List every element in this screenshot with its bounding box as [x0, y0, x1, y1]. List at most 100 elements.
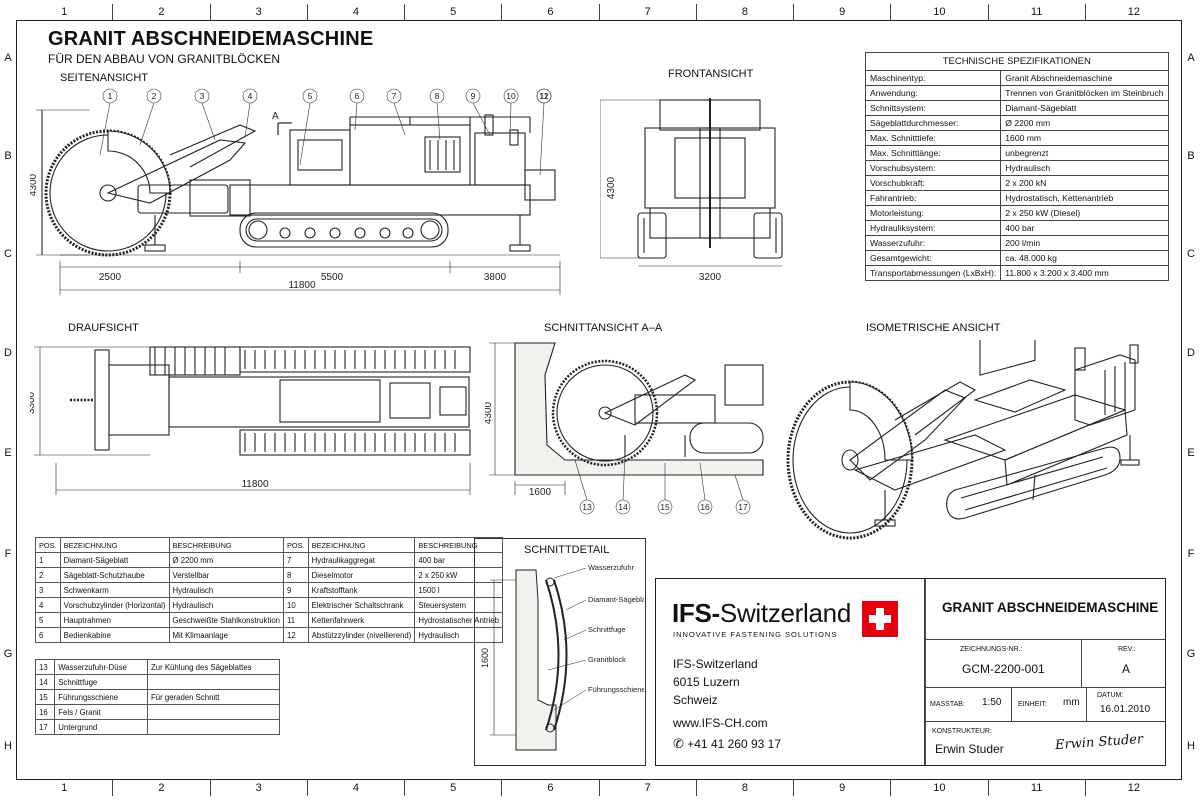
callout-2: 2	[152, 91, 157, 101]
phone-number: +41 41 260 93 17	[687, 737, 782, 751]
parts-cell: Schwenkarm	[59, 582, 170, 598]
grid-col: 10	[890, 780, 987, 796]
parts-cell: 3	[35, 582, 61, 598]
parts-cell: Zur Kühlung des Sägeblattes	[147, 659, 280, 675]
callout-13: 13	[582, 502, 592, 512]
section-view-label: SCHNITTANSICHT A–A	[544, 322, 663, 334]
drawing-number: GCM-2200-001	[962, 662, 1045, 676]
parts-cell: 6	[35, 627, 61, 643]
parts-cell: Für geraden Schnitt	[147, 689, 280, 705]
dim-side-total: 11800	[288, 280, 316, 291]
spec-value: 1600 mm	[1000, 130, 1169, 146]
spec-value: 200 l/min	[1000, 235, 1169, 251]
parts-cell: Verstellbar	[168, 567, 285, 583]
grid-row: F	[4, 548, 12, 560]
detail-label-water: Wasserzufuhr	[588, 563, 634, 572]
dim-side-height: 4300	[30, 173, 39, 196]
spec-key: Max. Schnittlänge:	[864, 145, 1002, 161]
swiss-flag-icon	[862, 601, 898, 637]
specs-row: Vorschubkraft:2 x 200 kN	[864, 175, 1169, 191]
spec-value: Hydrostatisch, Kettenantrieb	[1000, 190, 1169, 206]
detail-drawing: 1600 Wasserzufuhr Diamant-Sägeblatt Schn…	[480, 563, 644, 751]
spec-value: Hydraulisch	[1000, 160, 1169, 176]
spec-key: Max. Schnitttiefe:	[864, 130, 1002, 146]
specs-row: Fahrantrieb:Hydrostatisch, Kettenantrieb	[864, 190, 1169, 206]
grid-col: 10	[890, 4, 987, 20]
parts-cell: Hydraulisch	[168, 597, 285, 613]
grid-col: 4	[306, 4, 404, 20]
unit-label: EINHEIT:	[1018, 701, 1047, 708]
specs-row: Wasserzufuhr:200 l/min	[864, 235, 1169, 251]
specs-row: Anwendung:Trennen von Granitblöcken im S…	[864, 85, 1169, 101]
parts-cell: 4	[35, 597, 61, 613]
parts-cell: 10	[283, 597, 309, 613]
spec-key: Vorschubsystem:	[864, 160, 1002, 176]
spec-key: Anwendung:	[864, 85, 1002, 101]
grid-col: 3	[209, 780, 307, 796]
specs-row: Transportabmessungen (LxBxH):11.800 x 3.…	[864, 265, 1169, 281]
website-link[interactable]: www.IFS-CH.com	[673, 716, 768, 730]
parts-cell: Geschweißte Stahlkonstruktion	[168, 612, 285, 628]
parts-cell: 12	[283, 627, 309, 643]
specs-row: Gesamtgewicht:ca. 48.000 kg	[864, 250, 1169, 266]
callout-5: 5	[308, 91, 313, 101]
parts-cell: Diamant-Sägeblatt	[59, 552, 170, 568]
parts-cell: Schnittfuge	[54, 674, 148, 690]
callout-17: 17	[738, 502, 748, 512]
grid-col: 6	[501, 780, 598, 796]
iso-view-drawing	[786, 340, 1140, 540]
dim-side-rear: 3800	[484, 272, 507, 283]
grid-col: 12	[1084, 4, 1182, 20]
callout-4: 4	[248, 91, 253, 101]
spec-key: Vorschubkraft:	[864, 175, 1002, 191]
parts-cell: Untergrund	[54, 719, 148, 735]
parts-col-header: BESCHREIBUNG	[168, 537, 285, 553]
spec-value: ca. 48.000 kg	[1000, 250, 1169, 266]
grid-row: B	[1187, 150, 1195, 162]
grid-col: 7	[598, 780, 696, 796]
dim-section-height: 4300	[485, 401, 494, 424]
section-marker: A	[272, 111, 279, 122]
parts-cell: 7	[283, 552, 309, 568]
spec-value: unbegrenzt	[1000, 145, 1169, 161]
parts-cell: 8	[283, 567, 309, 583]
grid-row: G	[1186, 648, 1196, 660]
callout-10: 10	[506, 91, 516, 101]
grid-row: E	[1187, 447, 1195, 459]
brand-tagline: INNOVATIVE FASTENING SOLUTIONS	[673, 630, 838, 639]
address-line-3: Schweiz	[673, 693, 718, 707]
callout-3: 3	[200, 91, 205, 101]
address-line-2: 6015 Luzern	[673, 675, 740, 689]
specs-row: Vorschubsystem:Hydraulisch	[864, 160, 1169, 176]
specs-row: Max. Schnittlänge:unbegrenzt	[864, 145, 1169, 161]
spec-value: Trennen von Granitblöcken im Steinbruch	[1000, 85, 1169, 101]
parts-cell: 16	[34, 704, 56, 720]
brand-logo: IFS-Switzerland	[672, 598, 851, 629]
parts-cell: Hydraulikaggregat	[307, 552, 416, 568]
grid-col: 9	[793, 4, 890, 20]
grid-col: 11	[987, 4, 1085, 20]
grid-col: 9	[793, 780, 890, 796]
parts-cell: Wasserzufuhr-Düse	[54, 659, 148, 675]
top-view-drawing: 3300 11800	[30, 346, 471, 495]
title-block	[655, 578, 1166, 766]
drawing-title: GRANIT ABSCHNEIDEMASCHINE	[48, 28, 374, 50]
detail-label-blade: Diamant-Sägeblatt	[588, 595, 644, 604]
section-view-drawing: 13 14 15 16 17 4300 1600	[485, 342, 764, 515]
parts-cell: Führungsschiene	[54, 689, 148, 705]
front-view-drawing: 4300 3200	[600, 98, 783, 283]
parts-cell: 9	[283, 582, 309, 598]
grid-row: C	[1187, 248, 1195, 260]
phone-icon: ✆	[673, 736, 684, 751]
section-detail-box	[474, 538, 646, 766]
parts-cell: Vorschubzylinder (Horizontal)	[59, 597, 170, 613]
callout-8: 8	[435, 91, 440, 101]
grid-row: D	[4, 347, 12, 359]
scale-label: MASSTAB:	[930, 701, 965, 708]
